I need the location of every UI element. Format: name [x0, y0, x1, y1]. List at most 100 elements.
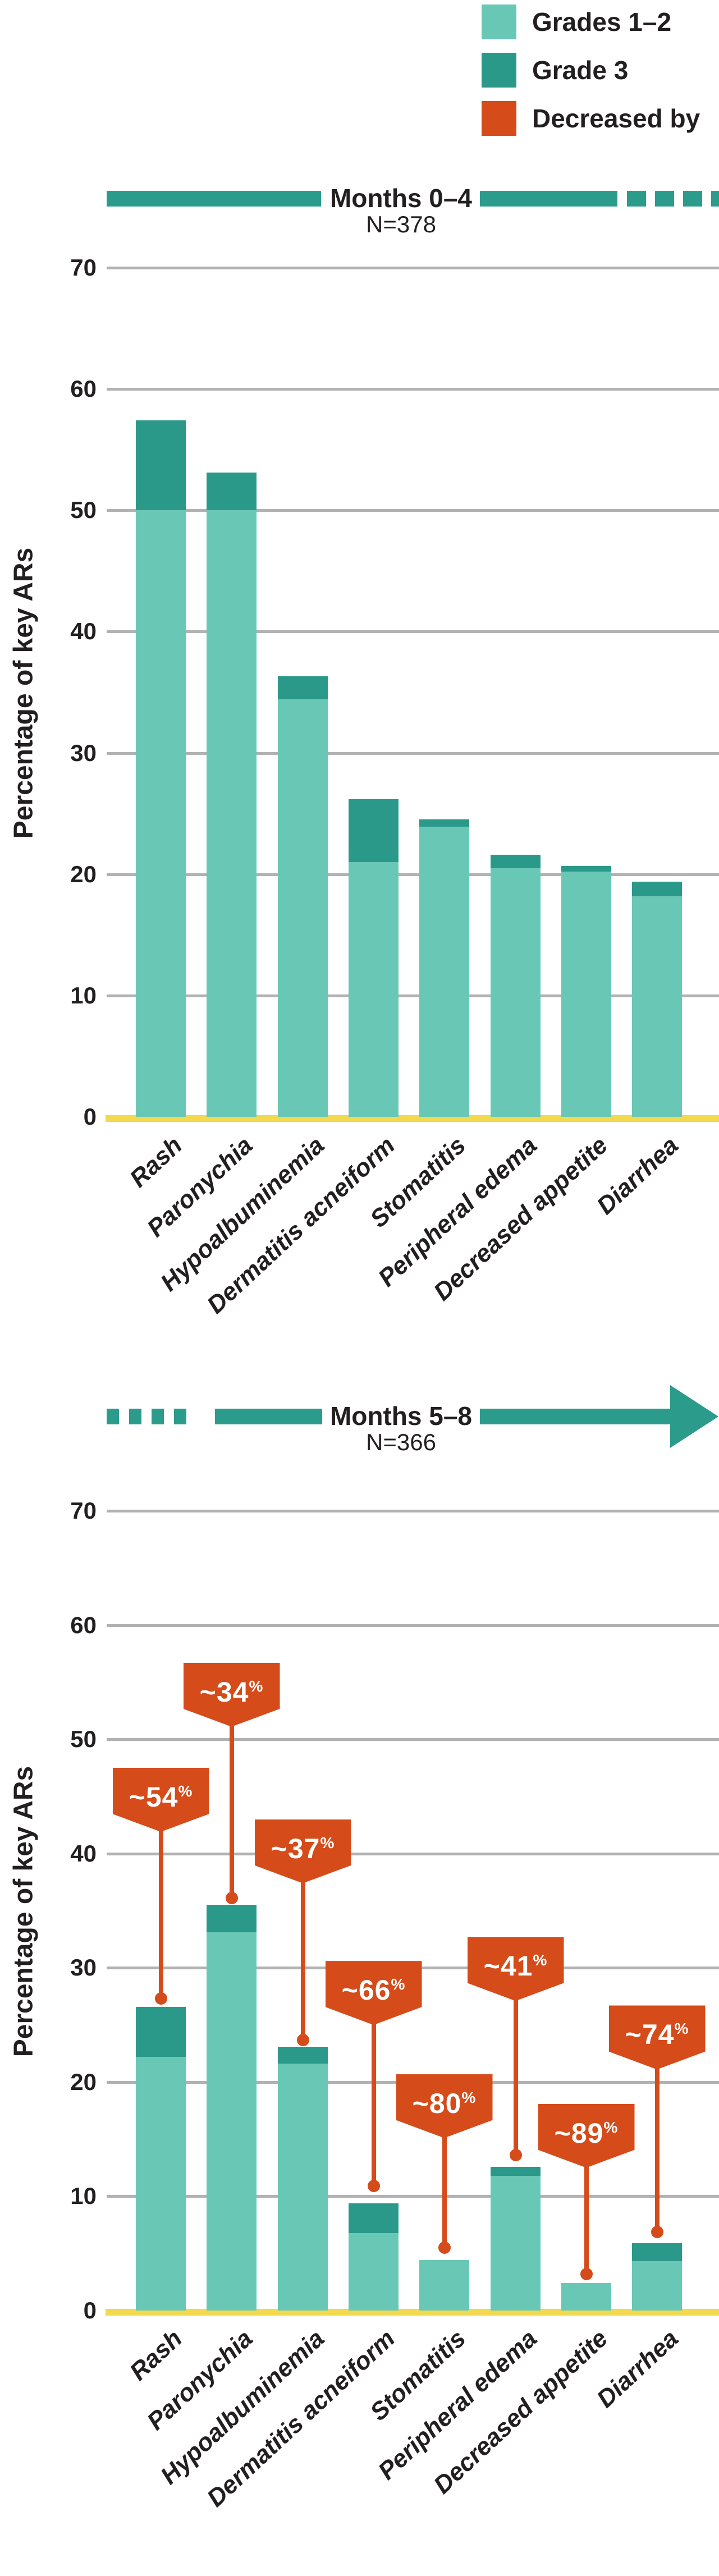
y-tick-label-0: 0: [83, 2297, 97, 2323]
timeline-segment: [480, 1409, 672, 1424]
pointer-dot: [154, 1992, 167, 2005]
y-tick-label-50: 50: [70, 1726, 97, 1753]
y-tick-label-30: 30: [70, 1954, 97, 1981]
pointer-line: [158, 1824, 163, 1999]
legend-label: Decreased by: [532, 104, 700, 133]
legend-label: Grade 3: [532, 56, 629, 85]
legend-item-grade-3: Grade 3: [482, 53, 700, 88]
zero-baseline: [106, 2309, 719, 2316]
legend-label: Grades 1–2: [532, 7, 672, 36]
y-axis-title: Percentage of key ARs: [8, 547, 39, 839]
timeline-dash: [152, 1409, 164, 1424]
decrease-badge-label: ~37%: [271, 1832, 335, 1864]
timeline-dash: [627, 191, 646, 207]
timeline-arrowhead-icon: [670, 1385, 718, 1448]
bar-grade-3: [632, 881, 682, 896]
bar-grade-3: [278, 676, 328, 700]
y-tick-label-30: 30: [70, 739, 97, 766]
pointer-dot: [651, 2225, 663, 2238]
y-tick-label-20: 20: [70, 860, 97, 887]
y-tick-label-40: 40: [70, 1840, 97, 1867]
gridline-50: [107, 1738, 719, 1741]
sample-size-label: N=366: [366, 1429, 436, 1455]
decrease-badge: ~74%: [608, 2005, 706, 2070]
legend-item-decreased-by: Decreased by: [482, 101, 700, 136]
y-axis-title: Percentage of key ARs: [8, 1766, 39, 2057]
timeline-dash: [711, 191, 719, 207]
decrease-badge: ~54%: [112, 1768, 209, 1832]
bar-grade-3: [136, 420, 186, 511]
bar-grade-3: [207, 1905, 257, 1933]
pointer-line: [513, 1993, 518, 2156]
y-tick-label-10: 10: [70, 982, 97, 1009]
gridline-60: [107, 1624, 719, 1627]
pointer-line: [371, 2017, 376, 2187]
sample-size-label: N=378: [366, 211, 436, 237]
y-tick-label-0: 0: [83, 1103, 97, 1130]
bar-grades-1-2: [136, 2057, 186, 2311]
gridline-20: [107, 873, 719, 876]
gridline-40: [107, 1852, 719, 1855]
bar-grade-3: [632, 2243, 682, 2262]
bar-grade-3: [207, 473, 257, 511]
gridline-70: [107, 1510, 719, 1512]
gridline-10: [107, 994, 719, 997]
bar-grades-1-2: [349, 2233, 399, 2311]
legend: Grades 1–2 Grade 3 Decreased by: [482, 4, 700, 149]
decreased-by-swatch-icon: [482, 101, 516, 136]
grade-3-swatch-icon: [482, 53, 516, 88]
decrease-badge-label: ~74%: [625, 2019, 689, 2051]
y-tick-label-60: 60: [70, 1611, 97, 1638]
bar-grade-3: [491, 855, 541, 868]
bar-grade-3: [136, 2006, 186, 2057]
bar-grades-1-2: [207, 1932, 257, 2311]
gridline-70: [107, 267, 719, 269]
bar-grade-3: [419, 819, 469, 827]
decrease-badge: ~37%: [254, 1819, 351, 1883]
bar-grades-1-2: [278, 699, 328, 1117]
decrease-badge-label: ~66%: [341, 1974, 406, 2006]
grades-1-2-swatch-icon: [482, 4, 516, 39]
bar-grades-1-2: [491, 2175, 541, 2311]
gridline-30: [107, 751, 719, 755]
bar-grades-1-2: [207, 510, 257, 1117]
pointer-dot: [438, 2242, 451, 2254]
bar-grade-3: [349, 799, 399, 863]
y-tick-label-10: 10: [70, 2183, 97, 2210]
gridline-10: [107, 2195, 719, 2198]
pointer-dot: [296, 2033, 309, 2046]
y-tick-label-50: 50: [70, 497, 97, 524]
pointer-line: [300, 1875, 305, 2040]
gridline-50: [107, 509, 719, 512]
decrease-badge-label: ~54%: [129, 1781, 193, 1813]
timeline-dash: [174, 1409, 186, 1424]
decrease-badge: ~34%: [183, 1662, 280, 1727]
decrease-badge: ~66%: [325, 1961, 422, 2025]
timeline-dash: [683, 191, 702, 207]
bar-grades-1-2: [561, 872, 611, 1117]
decrease-badge: ~89%: [538, 2103, 635, 2168]
decrease-badge: ~80%: [396, 2074, 493, 2138]
y-tick-label-70: 70: [70, 1497, 97, 1524]
timeline-segment: [107, 191, 321, 207]
bar-grades-1-2: [278, 2064, 328, 2311]
timeline-segment: [480, 191, 617, 207]
pointer-line: [229, 1718, 234, 1899]
zero-baseline: [106, 1115, 719, 1122]
decrease-badge-label: ~80%: [412, 2087, 477, 2119]
x-axis-label: Rash: [124, 1131, 187, 1193]
gridline-60: [107, 388, 719, 391]
bar-grades-1-2: [349, 862, 399, 1117]
timeline-dash: [655, 191, 674, 207]
decrease-badge-label: ~41%: [483, 1950, 548, 1982]
legend-item-grades-1-2: Grades 1–2: [482, 4, 700, 39]
period-title: Months 0–4: [329, 184, 473, 213]
timeline-segment: [215, 1409, 322, 1424]
timeline-dash: [129, 1409, 141, 1424]
bar-grades-1-2: [632, 896, 682, 1117]
bar-grades-1-2: [632, 2261, 682, 2311]
bar-grades-1-2: [419, 2260, 469, 2311]
timeline-dash: [107, 1409, 119, 1424]
bar-grades-1-2: [491, 868, 541, 1117]
